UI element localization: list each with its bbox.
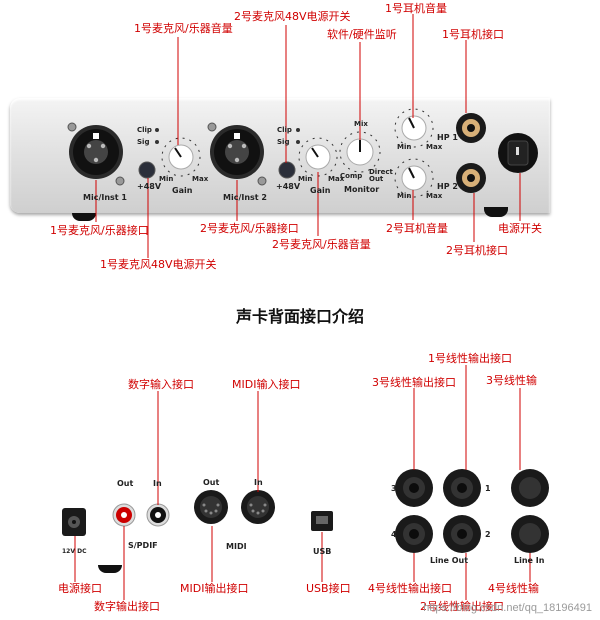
label-mic2-gain: 2号麦克风/乐器音量 [272,238,371,251]
label-hp1-jack: 1号耳机接口 [442,28,504,41]
front-monitor: Monitor [344,185,380,194]
label-line3: 3号线性输出接口 [372,376,456,389]
label-spdif-in: 数字输入接口 [128,378,194,391]
front-hp1: HP 1 [437,133,458,142]
front-foot-left [72,213,96,221]
front-clip-2: Clip [277,126,292,134]
hp1-volume-knob [394,108,434,148]
hp1-jack [456,113,486,143]
back-num-4: 4 [391,530,397,539]
back-dc: 12V DC [62,548,87,555]
front-foot-right [484,207,508,217]
mic1-combo-jack [69,125,123,179]
label-mic2-phantom: 2号麦克风48V电源开关 [234,10,351,23]
front-micinst1: Mic/Inst 1 [83,193,127,202]
back-usb: USB [313,547,332,556]
back-foot-left [98,565,122,573]
front-sig-2: Sig [277,138,290,146]
back-in-midi: In [254,478,263,487]
back-num-2: 2 [485,530,491,539]
usb-port [311,511,333,531]
mic1-phantom-button [138,161,156,179]
power-switch [498,133,538,173]
back-midi: MIDI [226,542,247,551]
front-48v-1: +48V [137,182,162,191]
front-hp2-min: Min [397,192,412,200]
front-mix: Mix [354,120,368,128]
midi-out-port [194,490,228,524]
back-lineout: Line Out [430,556,469,565]
back-num-1: 1 [485,484,491,493]
front-hp1-min: Min [397,143,412,151]
label-mic1-gain: 1号麦克风/乐器音量 [134,22,233,35]
hp2-volume-knob [394,158,434,198]
front-micinst2: Mic/Inst 2 [223,193,267,202]
back-linein: Line In [514,556,545,565]
midi-in-port [241,490,275,524]
front-min-1: Min [159,175,174,183]
front-clip-1: Clip [137,126,152,134]
label-line4b: 4号线性输 [488,582,539,595]
back-out-midi: Out [203,478,220,487]
front-sig-1: Sig [137,138,150,146]
label-hp1-volume: 1号耳机音量 [385,2,447,15]
label-line2: 2号线性输出接口 [420,600,504,613]
label-power-switch: 电源开关 [498,222,542,235]
label-hp2-volume: 2号耳机音量 [386,222,448,235]
label-midi-in: MIDI输入接口 [232,378,301,391]
back-out-spdif: Out [117,479,134,488]
mic1-gain-knob [161,137,201,177]
spdif-in-rca [146,503,170,527]
label-mic2-jack: 2号麦克风/乐器接口 [200,222,299,235]
label-mic1-phantom: 1号麦克风48V电源开关 [100,258,217,271]
label-hp2-jack: 2号耳机接口 [446,244,508,257]
front-hp2-max: Max [426,192,443,200]
front-gain-1: Gain [172,186,193,195]
watermark: https://blog.csdn.net/qq_18196491 [423,602,592,614]
spdif-out-rca [112,503,136,527]
section-title: 声卡背面接口介绍 [235,307,364,326]
label-line3b: 3号线性输 [486,374,537,387]
back-spdif: S/PDIF [128,541,158,550]
mic2-combo-jack [210,125,264,179]
front-48v-2: +48V [276,182,301,191]
front-max-2: Max [328,175,345,183]
dc-power-jack [62,508,86,536]
line-in-jacks [511,469,549,553]
front-hp2: HP 2 [437,182,458,191]
front-hp1-max: Max [426,143,443,151]
back-num-3: 3 [391,484,397,493]
front-comp: Comp [340,172,363,180]
front-min-2: Min [298,175,313,183]
label-usb: USB接口 [306,582,351,595]
front-gain-2: Gain [310,186,331,195]
label-line1: 1号线性输出接口 [428,352,512,365]
front-direct-out: Direct Out [369,168,393,183]
mic2-gain-knob [298,137,338,177]
front-max-1: Max [192,175,209,183]
label-mic1-jack: 1号麦克风/乐器接口 [50,224,149,237]
line-out-jacks [395,469,481,553]
label-spdif-out: 数字输出接口 [94,600,160,613]
label-power-jack: 电源接口 [58,582,102,595]
label-monitor: 软件/硬件监听 [327,28,397,41]
back-in-spdif: In [153,479,162,488]
label-midi-out: MIDI输出接口 [180,582,249,595]
mic2-phantom-button [278,161,296,179]
hp2-jack [456,163,486,193]
label-line4: 4号线性输出接口 [368,582,452,595]
